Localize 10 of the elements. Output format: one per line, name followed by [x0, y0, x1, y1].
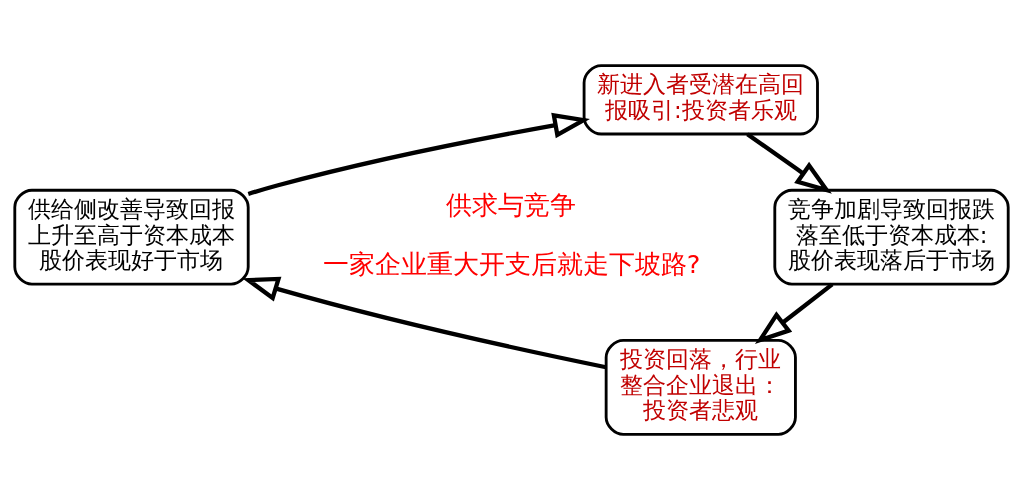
arrow [247, 112, 590, 196]
label: 供求与竞争 [446, 190, 577, 221]
label: 一家企业重大开支后就走下坡路? [322, 248, 701, 279]
arrow [242, 276, 607, 370]
arrow [754, 282, 834, 345]
node-box: 新进入者受潜在高回报吸引:投资者乐观 [582, 64, 819, 136]
node-box: 供给侧改善导致回报上升至高于资本成本股价表现好于市场 [13, 188, 250, 286]
node-box: 竞争加剧导致回报跌落至低于资本成本:股价表现落后于市场 [773, 188, 1010, 286]
node-box: 投资回落，行业整合企业退出：投资者悲观 [604, 338, 797, 436]
arrow [746, 132, 832, 194]
